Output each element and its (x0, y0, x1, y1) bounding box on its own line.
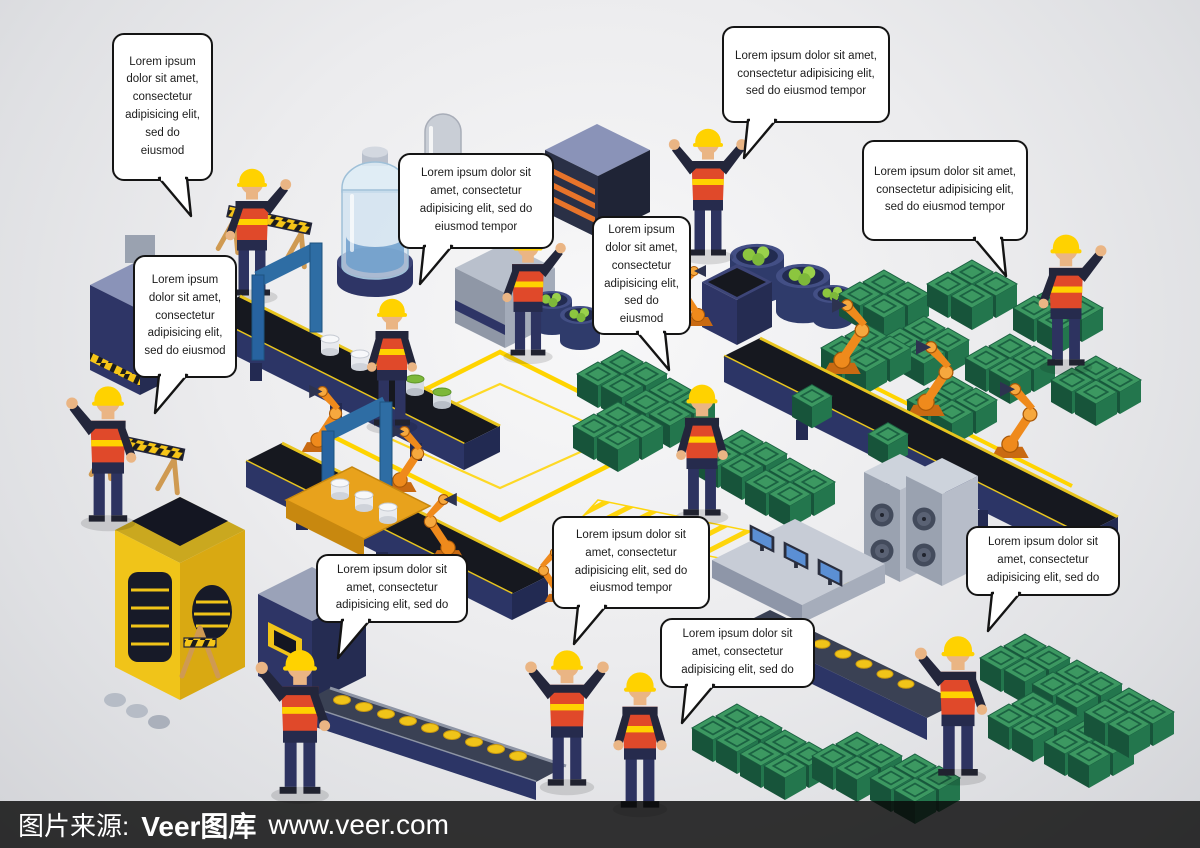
speech-bubble: Lorem ipsum dolor sit amet, consectetur … (398, 153, 554, 286)
speech-bubble: Lorem ipsum dolor sit amet, consectetur … (592, 216, 691, 372)
speech-bubble-text: Lorem ipsum dolor sit amet, consectetur … (125, 55, 200, 157)
bubble-tail (742, 118, 778, 160)
bubble-tail (986, 591, 1022, 633)
watermark-source-label: 图片来源: (18, 811, 130, 841)
yellow-generator (104, 497, 245, 729)
speech-bubble-text: Lorem ipsum dolor sit amet, consectetur … (735, 49, 877, 98)
glass-dome-machine (337, 146, 413, 297)
speech-bubble: Lorem ipsum dolor sit amet, consectetur … (862, 140, 1028, 278)
speech-bubble-text: Lorem ipsum dolor sit amet, consectetur … (419, 167, 533, 233)
speech-bubble-text: Lorem ipsum dolor sit amet, consectetur … (874, 165, 1016, 214)
speech-bubble: Lorem ipsum dolor sit amet, consectetur … (112, 33, 213, 218)
bubble-tail (972, 236, 1008, 278)
speech-bubble-text: Lorem ipsum dolor sit amet, consectetur … (986, 536, 1100, 584)
watermark-brand: Veer图库 (141, 810, 257, 842)
roller-conveyor-bottom (299, 686, 567, 800)
speech-bubble-text: Lorem ipsum dolor sit amet, consectetur … (574, 528, 688, 595)
control-pedestal (702, 264, 772, 345)
gantry-arch (251, 242, 323, 361)
bubble-tail (635, 330, 671, 372)
speech-bubble: Lorem ipsum dolor sit amet, consectetur … (133, 255, 237, 415)
bubble-tail (157, 176, 193, 218)
bubble-tail (336, 618, 372, 660)
watermark-url: www.veer.com (268, 808, 449, 840)
speech-bubble-text: Lorem ipsum dolor sit amet, consectetur … (335, 563, 449, 612)
worker-figure (66, 386, 137, 532)
speech-bubble: Lorem ipsum dolor sit amet, consectetur … (660, 618, 815, 725)
speech-bubble-text: Lorem ipsum dolor sit amet, consectetur … (681, 628, 794, 676)
speech-bubble: Lorem ipsum dolor sit amet, consectetur … (316, 554, 468, 660)
can-on-belt (350, 349, 370, 372)
computer-desks (712, 519, 885, 623)
filling-platform (284, 466, 432, 557)
speech-bubble-text: Lorem ipsum dolor sit amet, consectetur … (144, 273, 226, 358)
can-on-belt (320, 334, 340, 357)
bubble-tail (153, 373, 189, 415)
watermark-bar: 图片来源: Veer图库 www.veer.com (0, 801, 1200, 848)
bubble-tail (680, 683, 716, 725)
jar-on-belt (432, 387, 452, 410)
bubble-tail (418, 244, 454, 286)
speech-bubble: Lorem ipsum dolor sit amet, consectetur … (722, 26, 890, 160)
speech-bubble: Lorem ipsum dolor sit amet, consectetur … (552, 516, 710, 646)
speech-bubble-text: Lorem ipsum dolor sit amet, consectetur … (604, 224, 679, 326)
bubble-tail (572, 604, 608, 646)
worker-figure (612, 672, 668, 818)
jar-on-belt (405, 374, 425, 397)
speech-bubble: Lorem ipsum dolor sit amet, consectetur … (966, 526, 1120, 633)
